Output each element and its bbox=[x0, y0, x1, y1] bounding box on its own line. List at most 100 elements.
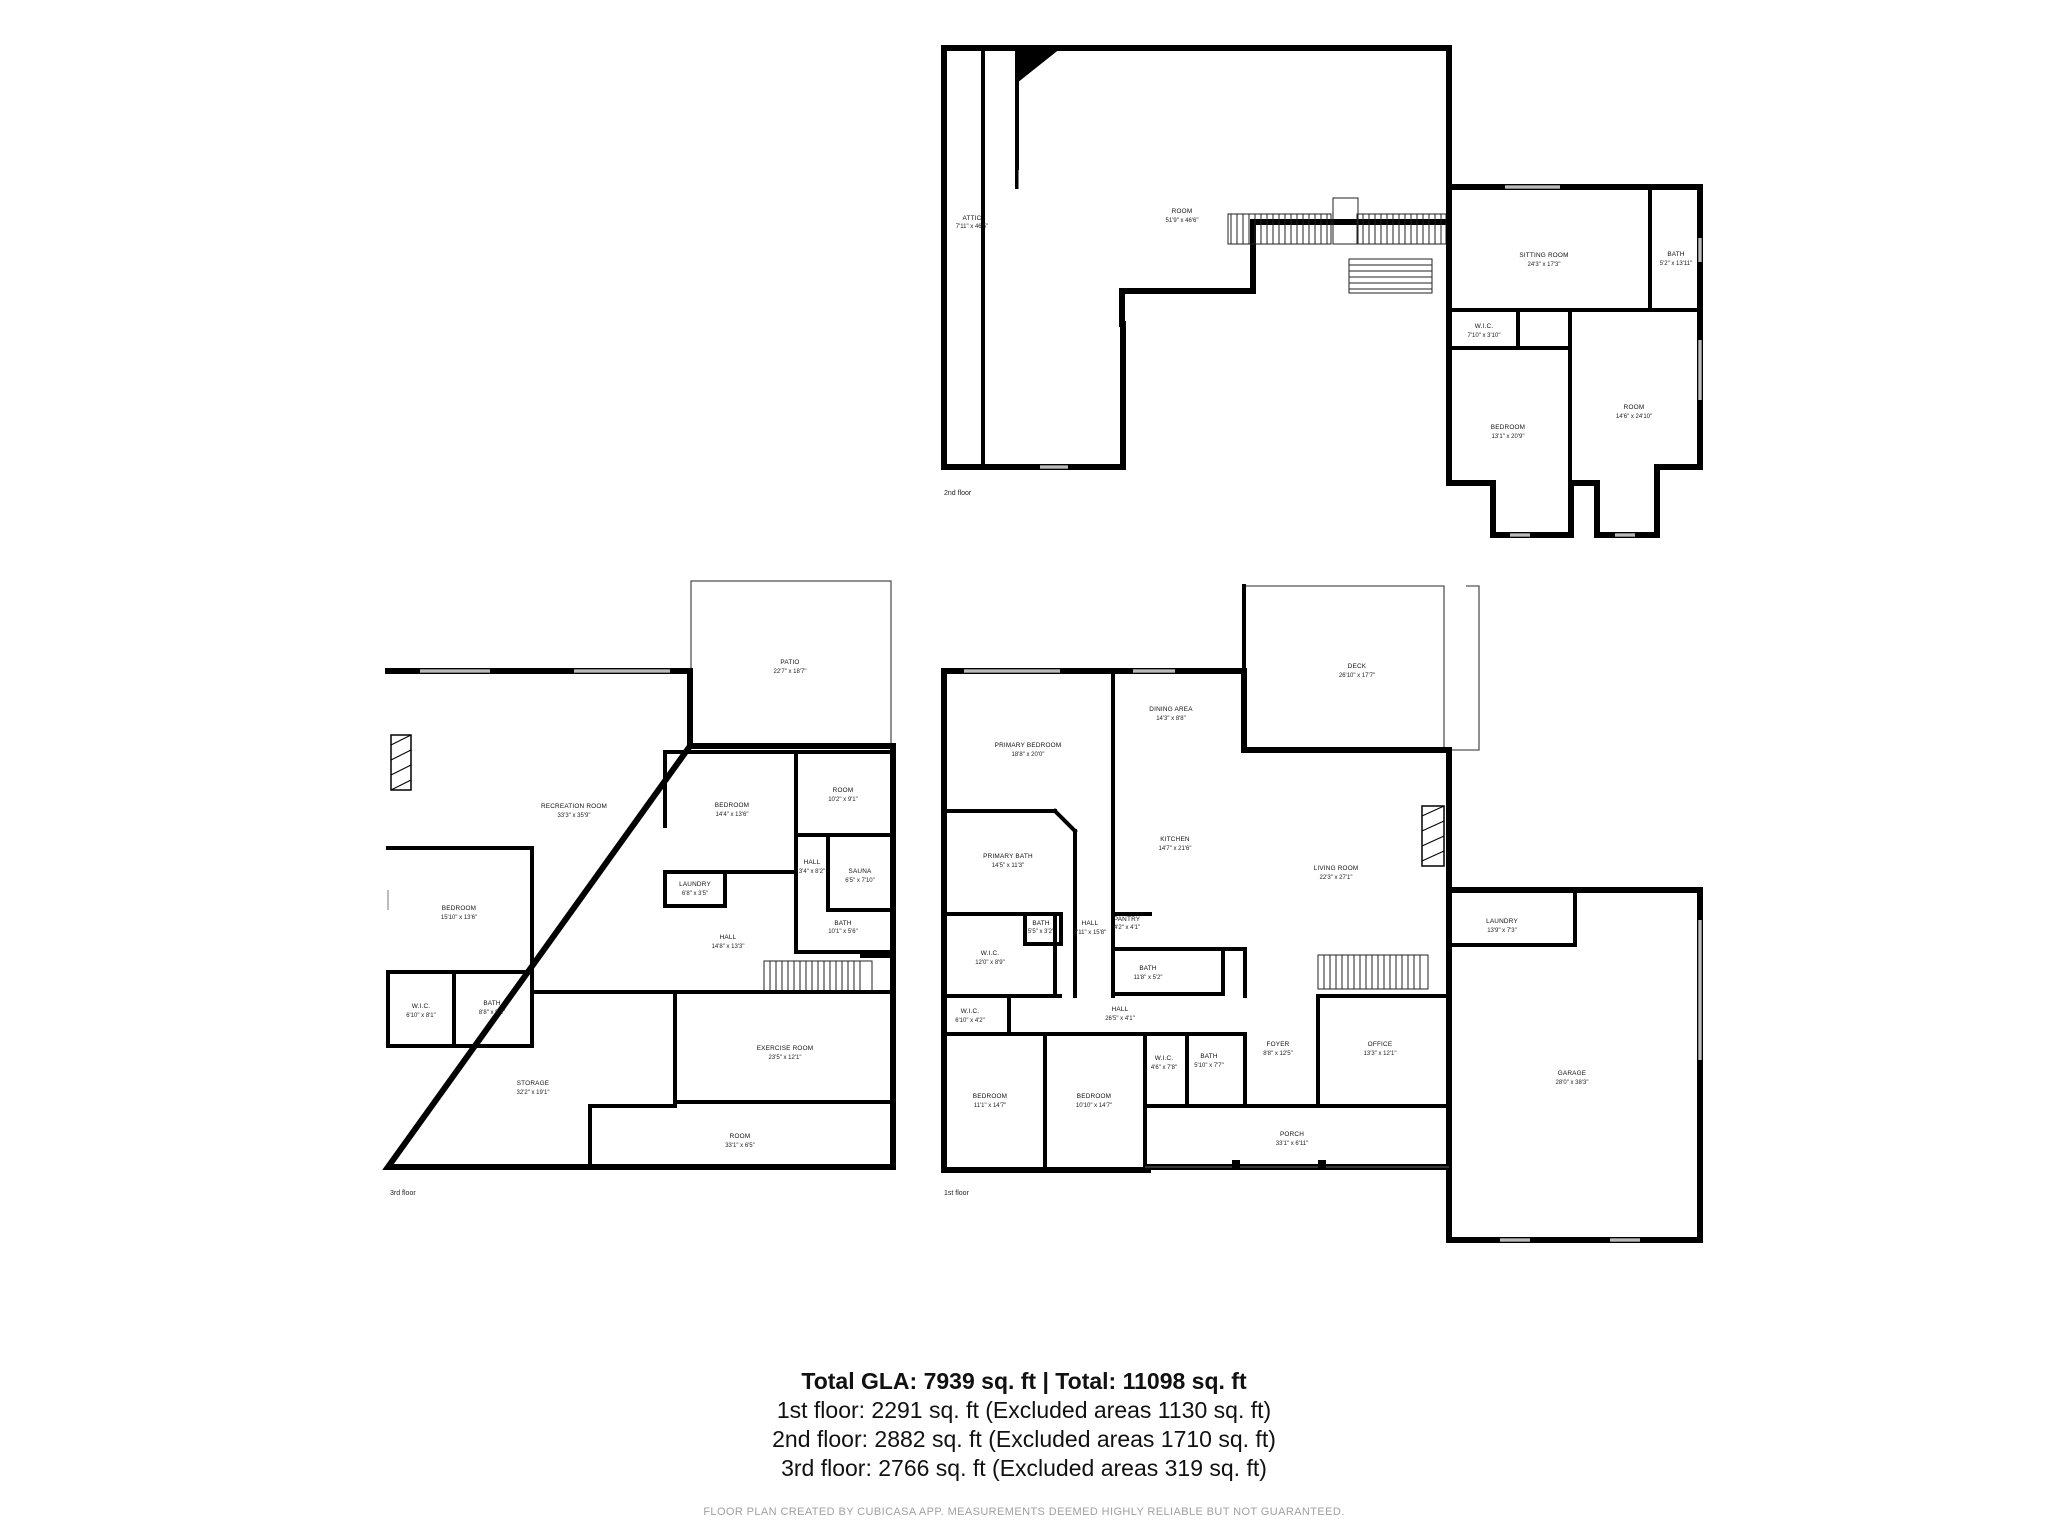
room-name: W.I.C. bbox=[961, 1008, 980, 1015]
room-name: STORAGE bbox=[517, 1080, 550, 1087]
room-name: BEDROOM bbox=[973, 1093, 1007, 1100]
room-dims: 7'10" x 3'10" bbox=[1468, 333, 1501, 339]
room-name: EXERCISE ROOM bbox=[757, 1045, 814, 1052]
room-dims: 8'8" x 12'5" bbox=[1263, 1051, 1293, 1057]
room-dims: 14'6" x 24'10" bbox=[1616, 414, 1652, 420]
total-area-line: Total GLA: 7939 sq. ft | Total: 11098 sq… bbox=[801, 1368, 1247, 1394]
room-dims: 15'10" x 13'6" bbox=[441, 915, 477, 921]
room-name: KITCHEN bbox=[1160, 836, 1190, 843]
room-dims: 32'2" x 19'1" bbox=[517, 1090, 550, 1096]
room-dims: 13'1" x 20'9" bbox=[1492, 434, 1525, 440]
area-summary: Total GLA: 7939 sq. ft | Total: 11098 sq… bbox=[0, 1366, 2048, 1483]
room-dims: 8'8" x 8'1" bbox=[479, 1010, 505, 1016]
room-dims: 5'2" x 13'11" bbox=[1660, 261, 1692, 267]
room-dims: 3'4" x 8'2" bbox=[799, 869, 825, 875]
room-name: BATH bbox=[1139, 965, 1157, 972]
room-name: W.I.C. bbox=[1155, 1055, 1174, 1062]
room-dims: 24'3" x 17'3" bbox=[1528, 262, 1561, 268]
room-name: RECREATION ROOM bbox=[541, 803, 607, 810]
floor-label-3: 2nd floor bbox=[944, 490, 972, 497]
room-dims: 10'1" x 5'6" bbox=[828, 929, 858, 935]
room-dims: 14'4" x 13'6" bbox=[716, 812, 749, 818]
room-name: PATIO bbox=[780, 659, 799, 666]
room-dims: 28'0" x 38'3" bbox=[1556, 1080, 1589, 1086]
room-name: W.I.C. bbox=[1475, 323, 1494, 330]
room-name: BEDROOM bbox=[715, 802, 749, 809]
room-name: ROOM bbox=[1624, 404, 1645, 411]
room-dims: 14'5" x 11'3" bbox=[992, 863, 1024, 869]
room-name: FOYER bbox=[1266, 1041, 1289, 1048]
room-name: GARAGE bbox=[1558, 1070, 1587, 1077]
room-dims: 12'0" x 8'9" bbox=[975, 960, 1005, 966]
room-name: PANTRY bbox=[1114, 916, 1141, 923]
floor-1-plan bbox=[382, 580, 896, 1170]
room-name: PRIMARY BATH bbox=[983, 853, 1033, 860]
room-name: LAUNDRY bbox=[1486, 918, 1518, 925]
room-name: HALL bbox=[1112, 1006, 1129, 1013]
room-dims: 22'7" x 18'7" bbox=[774, 669, 807, 675]
room-name: PRIMARY BEDROOM bbox=[995, 742, 1062, 749]
room-name: OFFICE bbox=[1368, 1041, 1393, 1048]
room-dims: 22'3" x 27'1" bbox=[1320, 875, 1353, 881]
room-name: HALL bbox=[804, 859, 821, 866]
room-name: BATH bbox=[1032, 920, 1050, 927]
room-name: BEDROOM bbox=[1077, 1093, 1111, 1100]
room-labels-floor-1: PATIO 22'7" x 18'7" RECREATION ROOM 33'3… bbox=[406, 659, 875, 1149]
room-name: BEDROOM bbox=[442, 905, 476, 912]
floor-3-area-line: 3rd floor: 2766 sq. ft (Excluded areas 3… bbox=[781, 1455, 1267, 1481]
room-dims: 33'1" x 6'5" bbox=[725, 1143, 755, 1149]
room-name: LAUNDRY bbox=[679, 881, 711, 888]
room-name: BATH bbox=[1667, 251, 1685, 258]
room-name: HALL bbox=[1082, 920, 1099, 927]
floor-1-area-line: 1st floor: 2291 sq. ft (Excluded areas 1… bbox=[776, 1397, 1272, 1423]
room-name: ATTIC bbox=[963, 215, 982, 222]
room-dims: 10'10" x 14'7" bbox=[1076, 1103, 1112, 1109]
room-dims: 26'5" x 4'1" bbox=[1105, 1016, 1135, 1022]
floor-2-plan bbox=[941, 584, 1703, 1243]
room-name: BATH bbox=[483, 1000, 501, 1007]
room-dims: 13'9" x 7'3" bbox=[1487, 928, 1517, 934]
room-dims: 6'8" x 3'5" bbox=[682, 891, 708, 897]
room-name: PORCH bbox=[1280, 1131, 1304, 1138]
room-name: DECK bbox=[1348, 663, 1367, 670]
room-dims: 11'8" x 5'2" bbox=[1133, 975, 1162, 981]
room-dims: 14'8" x 13'3" bbox=[712, 944, 745, 950]
room-dims: 5'5" x 3'2" bbox=[1028, 929, 1054, 935]
room-dims: 26'10" x 17'7" bbox=[1339, 673, 1375, 679]
room-dims: 4'2" x 4'1" bbox=[1114, 925, 1140, 931]
room-name: ROOM bbox=[833, 787, 854, 794]
room-dims: 5'10" x 7'7" bbox=[1194, 1063, 1224, 1069]
room-dims: 23'5" x 12'1" bbox=[769, 1055, 802, 1061]
floor-2-area-line: 2nd floor: 2882 sq. ft (Excluded areas 1… bbox=[772, 1426, 1276, 1452]
room-name: W.I.C. bbox=[981, 950, 1000, 957]
room-dims: 10'2" x 9'1" bbox=[828, 797, 858, 803]
room-name: W.I.C. bbox=[412, 1003, 431, 1010]
floor-label-1: 3rd floor bbox=[390, 1190, 416, 1197]
room-labels-floor-3: ATTIC 7'11" x 46'5" ROOM 51'9" x 46'6" S… bbox=[956, 208, 1692, 440]
room-name: DINING AREA bbox=[1149, 706, 1193, 713]
room-dims: 11'1" x 14'7" bbox=[974, 1103, 1006, 1109]
room-dims: 4'6" x 7'8" bbox=[1151, 1065, 1177, 1071]
floor-label-2: 1st floor bbox=[944, 1190, 970, 1197]
room-dims: 14'3" x 8'8" bbox=[1156, 716, 1186, 722]
room-dims: 6'10" x 8'1" bbox=[406, 1013, 436, 1019]
room-name: SITTING ROOM bbox=[1519, 252, 1568, 259]
room-name: BATH bbox=[834, 920, 852, 927]
room-name: SAUNA bbox=[848, 868, 872, 875]
room-name: HALL bbox=[720, 934, 737, 941]
floor-3-plan bbox=[941, 45, 1703, 538]
room-name: ROOM bbox=[1172, 208, 1193, 215]
room-dims: 14'7" x 21'6" bbox=[1159, 846, 1192, 852]
room-dims: 3'11" x 15'8" bbox=[1074, 930, 1106, 936]
room-dims: 6'10" x 4'2" bbox=[955, 1018, 985, 1024]
room-name: LIVING ROOM bbox=[1314, 865, 1359, 872]
disclaimer-text: FLOOR PLAN CREATED BY CUBICASA APP. MEAS… bbox=[703, 1506, 1345, 1518]
room-dims: 7'11" x 46'5" bbox=[956, 224, 988, 230]
room-name: BATH bbox=[1200, 1053, 1218, 1060]
room-labels-floor-2: DECK 26'10" x 17'7" PRIMARY BEDROOM 18'8… bbox=[955, 663, 1588, 1147]
room-dims: 13'3" x 12'1" bbox=[1364, 1051, 1397, 1057]
room-dims: 51'9" x 46'6" bbox=[1166, 218, 1199, 224]
room-dims: 6'5" x 7'10" bbox=[845, 878, 875, 884]
room-dims: 33'1" x 6'11" bbox=[1276, 1141, 1308, 1147]
